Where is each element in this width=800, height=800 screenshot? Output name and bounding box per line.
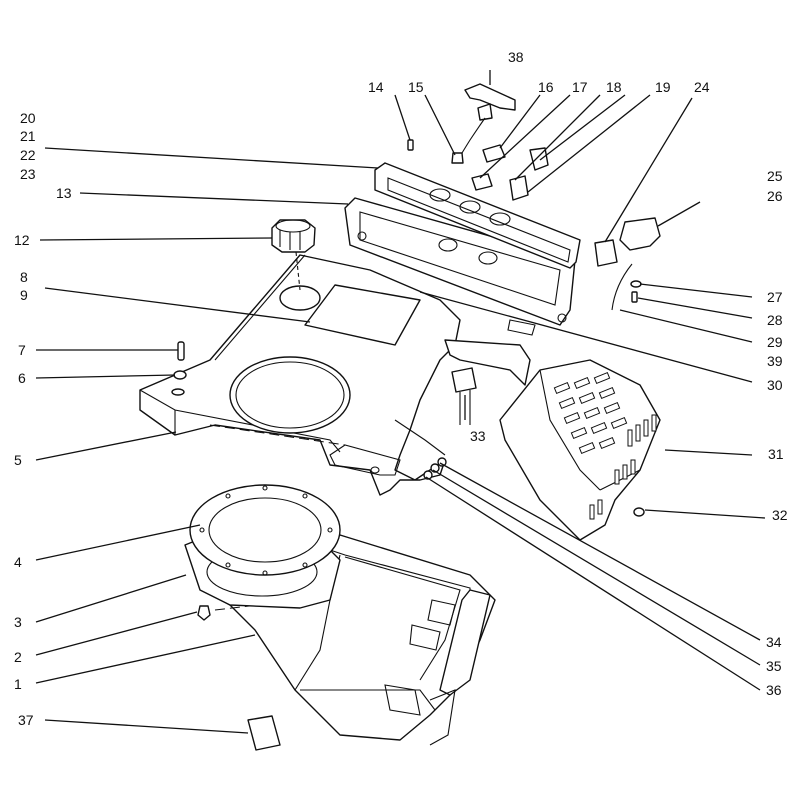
callout-39: 39 [767,353,783,369]
callout-21: 21 [20,128,36,144]
callout-1: 1 [14,676,22,692]
callout-2: 2 [14,649,22,665]
switch-24-part [594,239,618,267]
starter-handle-38-part [461,83,516,154]
main-housing-part [139,254,531,496]
callout-36: 36 [766,682,782,698]
callout-24: 24 [694,79,710,95]
callout-5: 5 [14,452,22,468]
callout-16: 16 [538,79,554,95]
leader-lines [35,70,766,734]
callout-14: 14 [368,79,384,95]
callout-18: 18 [606,79,622,95]
washer-27-part [630,280,642,288]
callout-23: 23 [20,166,36,182]
callout-labels: 38 14 15 16 17 18 19 24 20 21 22 23 13 2… [14,49,788,728]
callout-31: 31 [768,446,784,462]
rod-29-part [611,263,633,311]
callout-4: 4 [14,554,22,570]
screw-part [177,341,185,361]
callout-34: 34 [766,634,782,650]
callout-29: 29 [767,334,783,350]
callout-20: 20 [20,110,36,126]
mounting-ring-part [189,484,341,576]
callout-8: 8 [20,269,28,285]
callout-37: 37 [18,712,34,728]
callout-33: 33 [470,428,486,444]
callout-3: 3 [14,614,22,630]
callout-26: 26 [767,188,783,204]
callout-28: 28 [767,312,783,328]
nut-part [197,605,211,621]
callout-35: 35 [766,658,782,674]
washer-part [171,370,187,396]
vent-grille-top [553,371,628,455]
control-panel-part [344,197,576,336]
screw-28-part [631,291,638,303]
callout-30: 30 [767,377,783,393]
callout-7: 7 [18,342,26,358]
label-decal-part [247,715,281,751]
callout-6: 6 [18,370,26,386]
callout-25: 25 [767,168,783,184]
belt-cover-31-part [499,359,661,541]
fuel-cap-part [271,219,316,291]
callout-38: 38 [508,49,524,65]
bolt-32-part [633,507,645,517]
bezel-part [374,162,581,269]
callout-9: 9 [20,287,28,303]
callout-13: 13 [56,185,72,201]
wire-connector-33-part [451,367,477,425]
callout-15: 15 [408,79,424,95]
ignition-key-18-part [529,147,549,171]
callout-22: 22 [20,147,36,163]
screw-14-part [407,139,414,151]
vent-grille-side [589,414,657,520]
callout-27: 27 [767,289,783,305]
grommet-15-part [451,152,464,164]
callout-32: 32 [772,507,788,523]
callout-12: 12 [14,232,30,248]
callout-17: 17 [572,79,588,95]
primer-knob-16-part [482,144,506,163]
switch-19-part [509,175,529,201]
callout-19: 19 [655,79,671,95]
knob-25-part [619,217,661,251]
